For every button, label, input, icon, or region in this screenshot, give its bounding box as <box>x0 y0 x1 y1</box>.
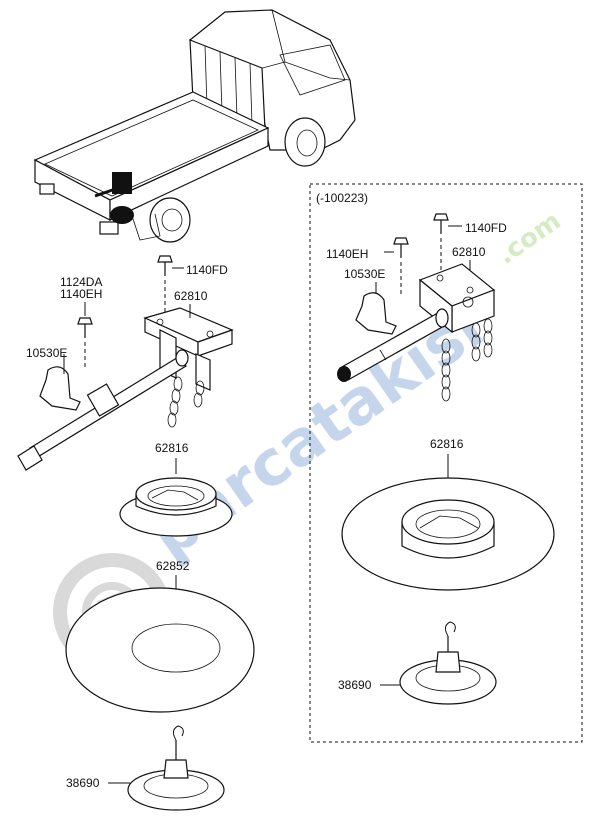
winch-shaft-right <box>337 308 449 382</box>
clamp-10530e-left <box>39 366 81 411</box>
spare-cover-62816-right <box>341 477 555 591</box>
clamp-10530e-right <box>355 292 397 335</box>
label-10530e-left: 10530E <box>26 346 67 360</box>
bolt-1140eh-right <box>393 237 409 258</box>
chain-left <box>167 376 205 428</box>
label-62810-right: 62810 <box>452 245 486 259</box>
bolt-1140fd-left <box>157 255 173 276</box>
label-62810-left: 62810 <box>174 289 208 303</box>
left-assembly: 1140FD 1124DA 1140EH 62810 10530E 62816 … <box>17 255 255 811</box>
label-1140fd-left: 1140FD <box>186 263 228 277</box>
watermark-suffix: .com <box>492 206 567 271</box>
chain-right <box>441 318 493 402</box>
label-38690-right: 38690 <box>338 678 372 692</box>
bolt-1140fd-right <box>433 213 449 234</box>
mat-62852-left <box>65 587 255 713</box>
winch-shaft-left <box>17 349 189 471</box>
label-1140eh-left: 1140EH <box>60 287 102 301</box>
label-62816-left: 62816 <box>155 441 189 455</box>
label-10530e-right: 10530E <box>344 267 385 281</box>
label-1140eh-right: 1140EH <box>326 247 368 261</box>
bracket-62810-right <box>418 263 496 334</box>
variant-label: (-100223) <box>316 191 368 205</box>
label-38690-left: 38690 <box>66 776 100 790</box>
label-62816-right: 62816 <box>430 437 464 451</box>
bolt-1140eh-left <box>77 317 93 338</box>
truck-illustration <box>33 9 356 243</box>
label-1140fd-right: 1140FD <box>465 221 507 235</box>
label-62852-left: 62852 <box>156 559 190 573</box>
hook-38690-right <box>399 621 497 705</box>
hook-38690-left <box>127 725 225 811</box>
spare-cover-62816-left <box>119 477 233 537</box>
variant-box: (-100223) 1140FD 1140EH 62810 10530E 628… <box>309 183 583 743</box>
label-1124da-left: 1124DA <box>60 275 102 289</box>
